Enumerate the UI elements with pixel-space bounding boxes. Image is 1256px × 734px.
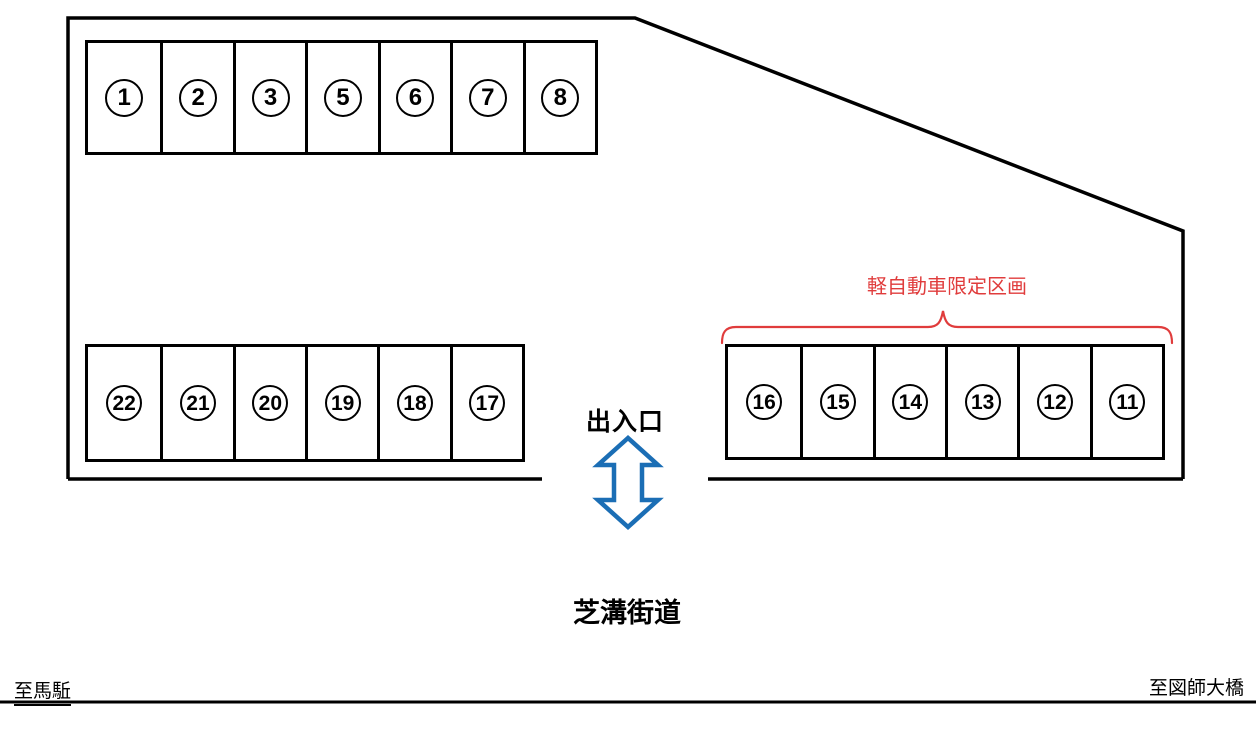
parking-space-18: 18 <box>377 347 449 459</box>
space-number-badge: 13 <box>964 384 1001 420</box>
parking-space-8: 8 <box>522 43 595 152</box>
parking-space-5: 5 <box>305 43 377 152</box>
parking-row-top: 1 2 3 5 6 7 8 <box>85 40 598 155</box>
space-number-badge: 11 <box>1109 384 1146 420</box>
space-number-badge: 3 <box>251 78 290 117</box>
parking-space-14: 14 <box>872 347 945 457</box>
space-number-badge: 7 <box>468 78 507 117</box>
space-number-badge: 18 <box>396 385 433 421</box>
space-number-badge: 15 <box>819 384 856 420</box>
parking-space-1: 1 <box>88 43 160 152</box>
space-number-badge: 22 <box>106 385 143 421</box>
parking-space-15: 15 <box>800 347 872 457</box>
space-number-badge: 1 <box>105 78 144 117</box>
parking-space-16: 16 <box>728 347 800 457</box>
parking-space-3: 3 <box>232 43 305 152</box>
space-number-badge: 5 <box>323 78 362 117</box>
lot-boundary-line <box>66 16 1185 479</box>
parking-space-7: 7 <box>450 43 522 152</box>
space-number-badge: 16 <box>746 384 783 420</box>
parking-space-6: 6 <box>377 43 450 152</box>
parking-space-19: 19 <box>305 347 377 459</box>
space-number-badge: 17 <box>469 385 506 421</box>
space-number-badge: 6 <box>396 78 435 117</box>
parking-space-11: 11 <box>1089 347 1162 457</box>
parking-space-13: 13 <box>945 347 1017 457</box>
parking-row-bottom-right: 16 15 14 13 12 11 <box>725 344 1165 460</box>
space-number-badge: 8 <box>541 78 580 117</box>
parking-space-21: 21 <box>160 347 232 459</box>
destination-left-label: 至馬駈 <box>14 676 72 706</box>
parking-space-22: 22 <box>88 347 160 459</box>
space-number-badge: 21 <box>179 385 216 421</box>
kei-section-label: 軽自動車限定区画 <box>867 276 1027 298</box>
entrance-label: 出入口 <box>585 408 664 436</box>
parking-space-2: 2 <box>160 43 232 152</box>
space-number-badge: 19 <box>324 385 361 421</box>
entrance-arrow-icon <box>592 434 664 531</box>
space-number-badge: 20 <box>252 385 289 421</box>
parking-space-17: 17 <box>449 347 522 459</box>
destination-right-label: 至図師大橋 <box>1148 673 1244 703</box>
kei-section-brace <box>720 310 1174 345</box>
parking-space-20: 20 <box>232 347 305 459</box>
space-number-badge: 14 <box>892 384 929 420</box>
space-number-badge: 2 <box>179 78 218 117</box>
parking-space-12: 12 <box>1017 347 1089 457</box>
space-number-badge: 12 <box>1036 384 1073 420</box>
parking-row-bottom-left: 22 21 20 19 18 17 <box>85 344 525 462</box>
road-name-label: 芝溝街道 <box>573 598 681 628</box>
